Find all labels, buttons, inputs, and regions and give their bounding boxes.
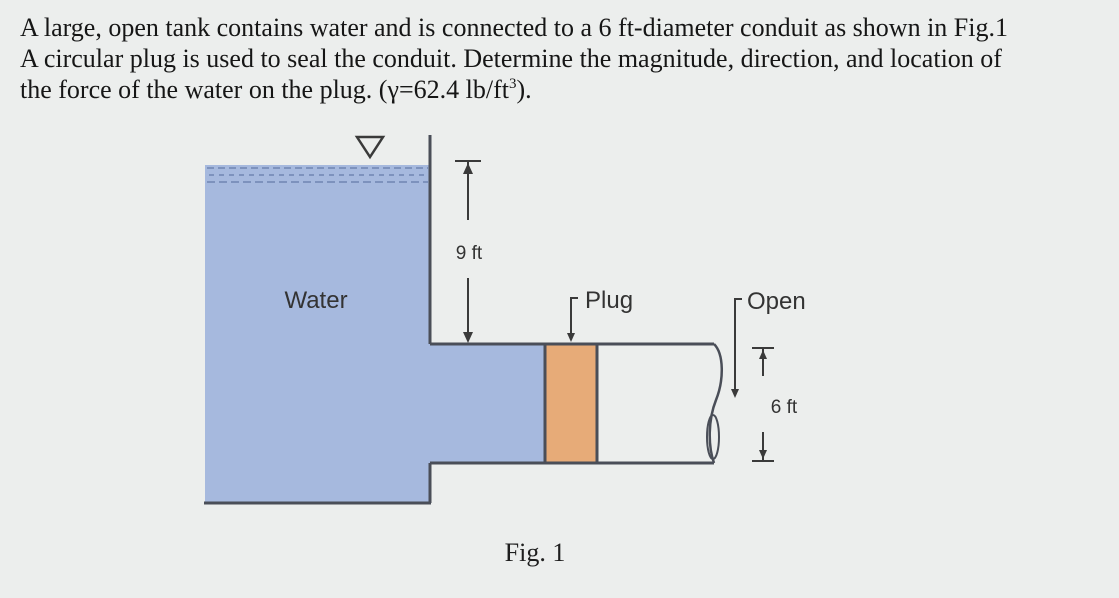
open-label: Open: [747, 288, 806, 315]
conduit-end-ellipse: [706, 414, 720, 460]
depth-arrow-bottom: [463, 332, 473, 343]
diameter-arrow-top: [759, 350, 767, 359]
problem-line-1: A large, open tank contains water and is…: [20, 13, 1008, 42]
problem-line-3: the force of the water on the plug. (γ=6…: [20, 74, 1110, 105]
water-region: [205, 165, 545, 502]
depth-arrow-top: [463, 163, 473, 174]
diameter-label: 6 ft: [771, 397, 798, 418]
diameter-arrow-bottom: [759, 450, 767, 459]
problem-line-2: A circular plug is used to seal the cond…: [20, 44, 1002, 73]
cubic-exponent: 3: [508, 76, 517, 92]
conduit-break-symbol: [708, 343, 723, 464]
figure-caption: Fig. 1: [505, 538, 566, 567]
plug: [543, 342, 599, 465]
problem-statement: A large, open tank contains water and is…: [20, 12, 1110, 105]
water-surface-dashes: [207, 167, 428, 183]
depth-label: 9 ft: [456, 243, 483, 264]
problem-line-3-text: the force of the water on the plug. (γ=6…: [20, 75, 509, 104]
plug-leader: [570, 297, 578, 336]
plug-leader-arrow: [567, 333, 575, 342]
problem-line-3-end: ).: [516, 75, 532, 104]
water-label: Water: [284, 287, 347, 314]
open-leader-arrow: [731, 389, 739, 398]
open-leader: [734, 298, 742, 392]
plug-label: Plug: [585, 287, 633, 314]
free-surface-symbol: [354, 135, 386, 160]
